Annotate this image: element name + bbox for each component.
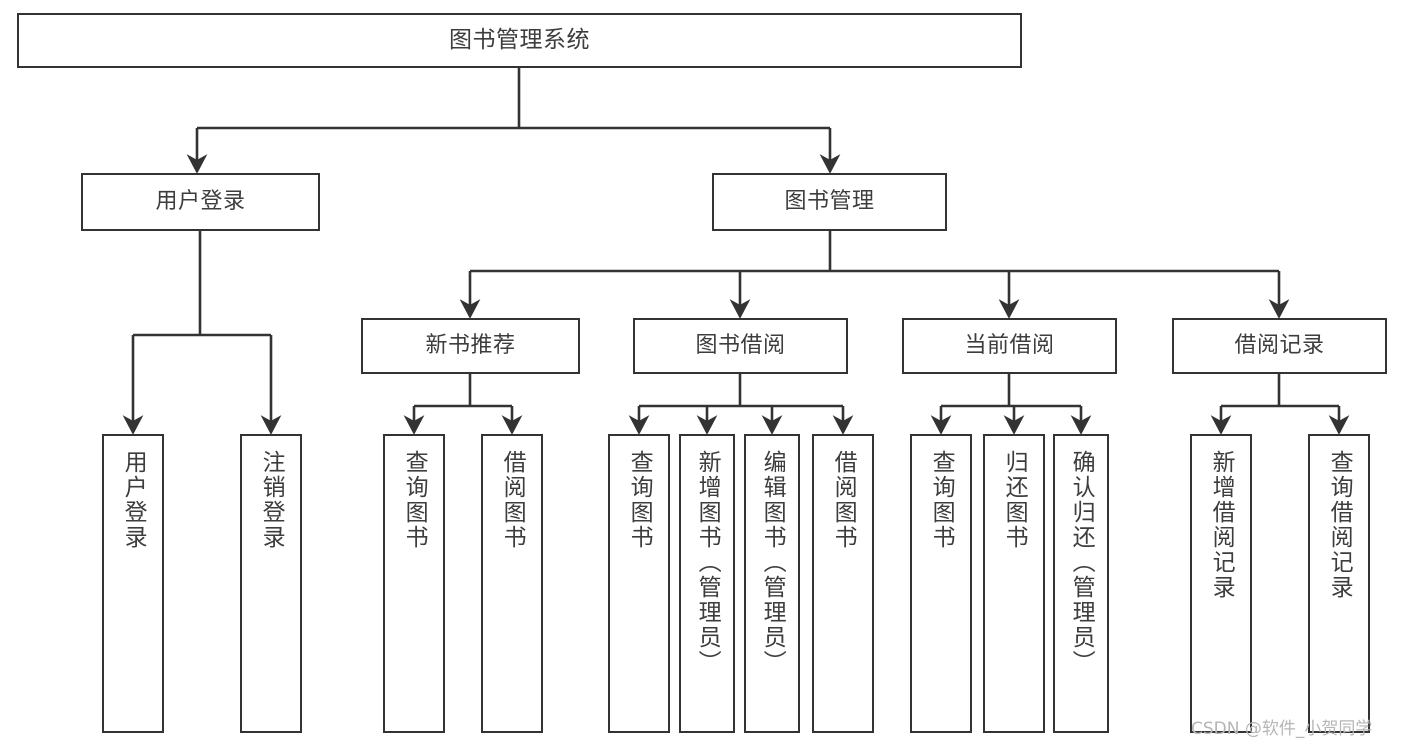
node-label: 图书借阅	[695, 333, 786, 359]
node-label: 新增图书（管理员）	[694, 450, 721, 675]
node-borrow-record[interactable]: 借阅记录	[1172, 318, 1387, 374]
node-label: 当前借阅	[964, 333, 1055, 359]
leaf-add-book-admin[interactable]: 新增图书（管理员）	[679, 434, 735, 733]
node-label: 查询图书	[928, 450, 955, 550]
node-label: 用户登录	[155, 189, 246, 215]
node-label: 借阅图书	[499, 450, 526, 550]
node-label: 查询借阅记录	[1326, 450, 1353, 600]
leaf-query-borrow-record[interactable]: 查询借阅记录	[1308, 434, 1370, 733]
leaf-query-book-recommend[interactable]: 查询图书	[383, 434, 445, 733]
leaf-add-borrow-record[interactable]: 新增借阅记录	[1190, 434, 1252, 733]
node-book-management[interactable]: 图书管理	[712, 173, 947, 231]
leaf-edit-book-admin[interactable]: 编辑图书（管理员）	[744, 434, 800, 733]
leaf-confirm-return-admin[interactable]: 确认归还（管理员）	[1053, 434, 1109, 733]
node-book-borrow[interactable]: 图书借阅	[633, 318, 848, 374]
csdn-watermark: CSDN @软件_小贺同学	[1191, 719, 1373, 739]
node-user-login[interactable]: 用户登录	[81, 173, 320, 231]
node-label: 图书管理	[784, 189, 875, 215]
node-label: 注销登录	[258, 450, 285, 550]
leaf-user-login[interactable]: 用户登录	[102, 434, 164, 733]
leaf-query-book-current[interactable]: 查询图书	[910, 434, 972, 733]
node-label: 新增借阅记录	[1208, 450, 1235, 600]
node-label: 借阅记录	[1234, 333, 1325, 359]
leaf-borrow-book-recommend[interactable]: 借阅图书	[481, 434, 543, 733]
node-new-book-recommend[interactable]: 新书推荐	[361, 318, 580, 374]
leaf-return-book[interactable]: 归还图书	[983, 434, 1045, 733]
node-label: 图书管理系统	[449, 26, 590, 53]
node-root-system[interactable]: 图书管理系统	[17, 13, 1022, 68]
leaf-borrow-book[interactable]: 借阅图书	[812, 434, 874, 733]
node-label: 新书推荐	[425, 333, 516, 359]
node-label: 确认归还（管理员）	[1068, 450, 1095, 675]
node-label: 查询图书	[401, 450, 428, 550]
node-label: 归还图书	[1001, 450, 1028, 550]
node-current-borrow[interactable]: 当前借阅	[902, 318, 1117, 374]
leaf-query-book-borrow[interactable]: 查询图书	[608, 434, 670, 733]
node-label: 借阅图书	[830, 450, 857, 550]
node-label: 编辑图书（管理员）	[759, 450, 786, 675]
node-label: 用户登录	[120, 450, 147, 550]
node-label: 查询图书	[626, 450, 653, 550]
leaf-logout[interactable]: 注销登录	[240, 434, 302, 733]
